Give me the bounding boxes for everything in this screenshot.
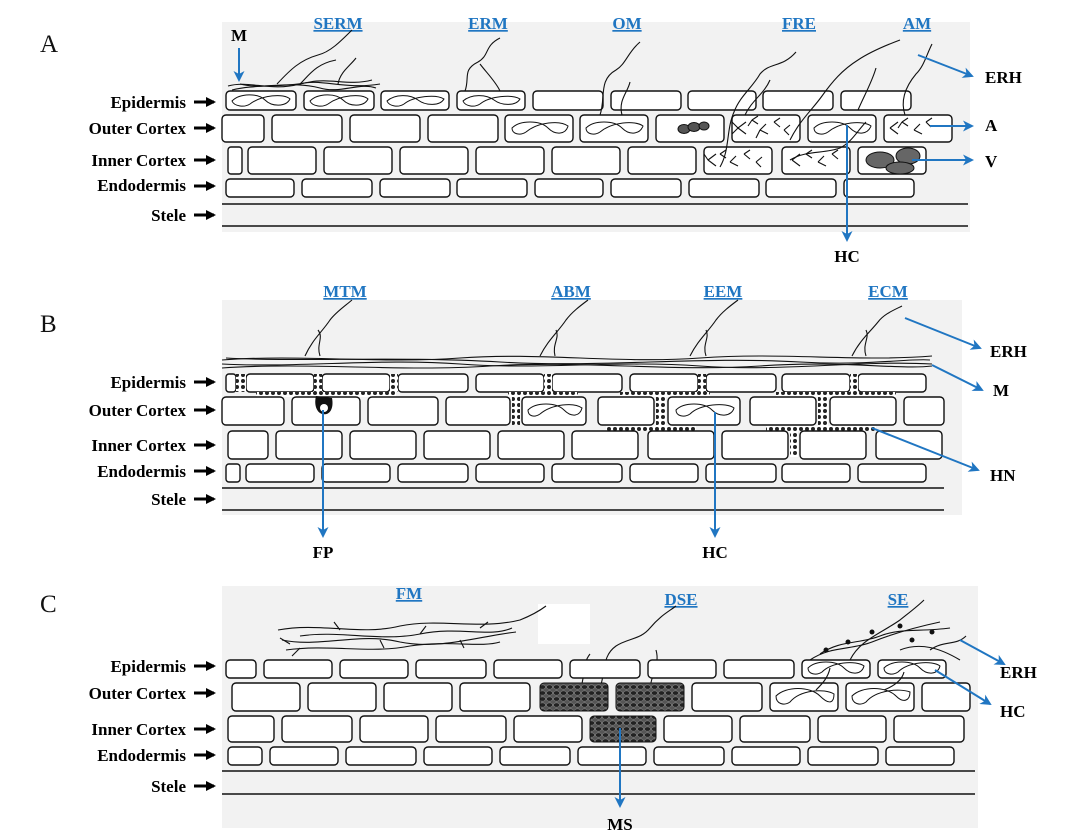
panel-b: B MTM ABM EEM ECM [40, 282, 1027, 562]
inner-cortex-cells-b [227, 430, 943, 460]
coiled-hyphae-b2 [675, 403, 735, 417]
callout-hn-b: HN [990, 466, 1016, 485]
layer-label-epidermis-b: Epidermis [110, 373, 186, 392]
arbuscules-a [703, 115, 933, 168]
layer-label-stele-a: Stele [151, 206, 186, 225]
type-label-fre: FRE [782, 14, 816, 33]
layer-label-stele-b: Stele [151, 490, 186, 509]
callout-erh-a: ERH [985, 68, 1022, 87]
panel-c: C FM DSE SE [40, 584, 1037, 834]
type-label-se: SE [888, 590, 909, 609]
arrow-erh-c [959, 639, 1006, 665]
layer-label-inner-cortex-b: Inner Cortex [91, 436, 186, 455]
panel-c-letter: C [40, 591, 57, 618]
callout-fp-b: FP [313, 543, 334, 562]
type-label-serm: SERM [313, 14, 362, 33]
layer-labels-c: Epidermis Outer Cortex Inner Cortex Endo… [89, 657, 216, 796]
type-label-erm: ERM [468, 14, 508, 33]
arrow-hn-b [871, 427, 980, 472]
callout-m-a: M [231, 26, 247, 45]
epidermis-cells-a [225, 90, 912, 111]
layer-label-outer-cortex-b: Outer Cortex [89, 401, 187, 420]
type-label-fm: FM [396, 584, 422, 603]
external-hyphae-a [276, 29, 933, 168]
callout-hc-b: HC [702, 543, 728, 562]
layer-label-outer-cortex-a: Outer Cortex [89, 119, 187, 138]
layer-label-epidermis-c: Epidermis [110, 657, 186, 676]
layer-label-outer-cortex-c: Outer Cortex [89, 684, 187, 703]
coiled-hyphae-b1 [527, 403, 583, 417]
type-label-eem: EEM [704, 282, 743, 301]
inner-cortex-cells-c [227, 715, 965, 743]
type-label-abm: ABM [551, 282, 591, 301]
panel-a-letter: A [40, 31, 58, 58]
layer-label-endodermis-a: Endodermis [97, 176, 186, 195]
layer-label-inner-cortex-c: Inner Cortex [91, 720, 186, 739]
endodermis-cells-b [225, 463, 927, 483]
layer-label-endodermis-b: Endodermis [97, 462, 186, 481]
layer-label-inner-cortex-a: Inner Cortex [91, 151, 186, 170]
panel-a: A SERM ERM OM FRE AM [40, 14, 1022, 266]
free-mycelium-c [277, 605, 547, 657]
type-label-am: AM [903, 14, 931, 33]
mantle-band-b [221, 355, 933, 369]
outer-cortex-cells-c [231, 682, 971, 712]
callout-erh-c: ERH [1000, 663, 1037, 682]
layer-label-endodermis-c: Endodermis [97, 746, 186, 765]
callout-erh-b: ERH [990, 342, 1027, 361]
layer-labels-a: Epidermis Outer Cortex Inner Cortex Endo… [89, 93, 216, 225]
se-hyphae-c [809, 599, 967, 661]
callout-hc-c: HC [1000, 702, 1026, 721]
hartig-net-b [236, 374, 896, 457]
arrow-m-b [931, 364, 984, 391]
callout-m-b: M [993, 381, 1009, 400]
panel-c-blank-patch [538, 604, 590, 644]
outer-cortex-cells-a [221, 114, 953, 143]
inner-cortex-cells-a [227, 146, 927, 175]
callout-ms-c: MS [607, 815, 633, 834]
callout-v-a: V [985, 152, 998, 171]
layer-label-stele-c: Stele [151, 777, 186, 796]
type-label-ecm: ECM [868, 282, 908, 301]
vesicles-a [677, 121, 921, 175]
external-hyphae-b [304, 299, 903, 357]
callout-hc-a: HC [834, 247, 860, 266]
type-label-mtm: MTM [323, 282, 366, 301]
coiled-hyphae-a [231, 94, 872, 135]
callout-a-a: A [985, 116, 998, 135]
endodermis-cells-c [227, 746, 955, 766]
type-label-dse: DSE [664, 590, 697, 609]
epidermis-cells-b [225, 373, 927, 393]
se-coils-c [775, 661, 941, 705]
arrow-erh-a [917, 54, 974, 78]
type-label-om: OM [612, 14, 641, 33]
arrow-hc-c [934, 669, 992, 706]
layer-labels-b: Epidermis Outer Cortex Inner Cortex Endo… [89, 373, 216, 509]
arrow-erh-b [904, 317, 982, 350]
panel-b-letter: B [40, 311, 57, 338]
layer-label-epidermis-a: Epidermis [110, 93, 186, 112]
endodermis-cells-a [225, 178, 915, 198]
